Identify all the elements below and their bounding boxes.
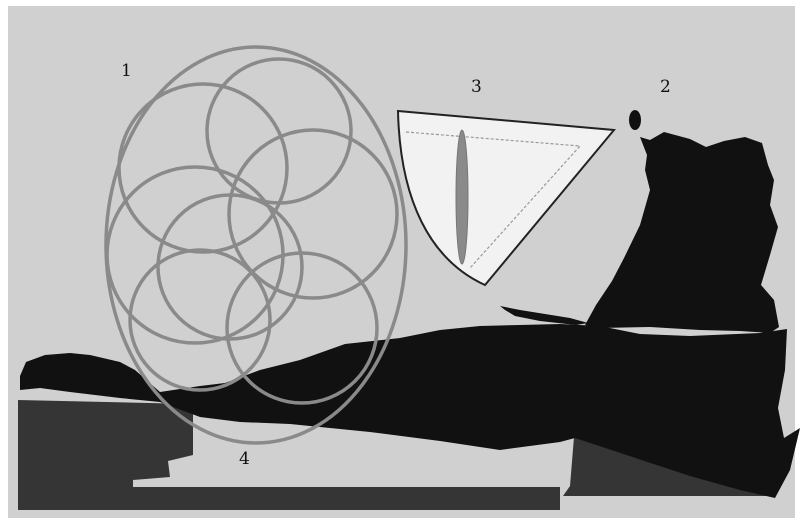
dot-marker — [629, 110, 641, 130]
label-2: 2 — [660, 77, 671, 97]
wedge-ellipse — [456, 130, 468, 264]
label-1: 1 — [121, 61, 132, 81]
label-3: 3 — [471, 77, 482, 97]
label-4: 4 — [239, 449, 250, 469]
